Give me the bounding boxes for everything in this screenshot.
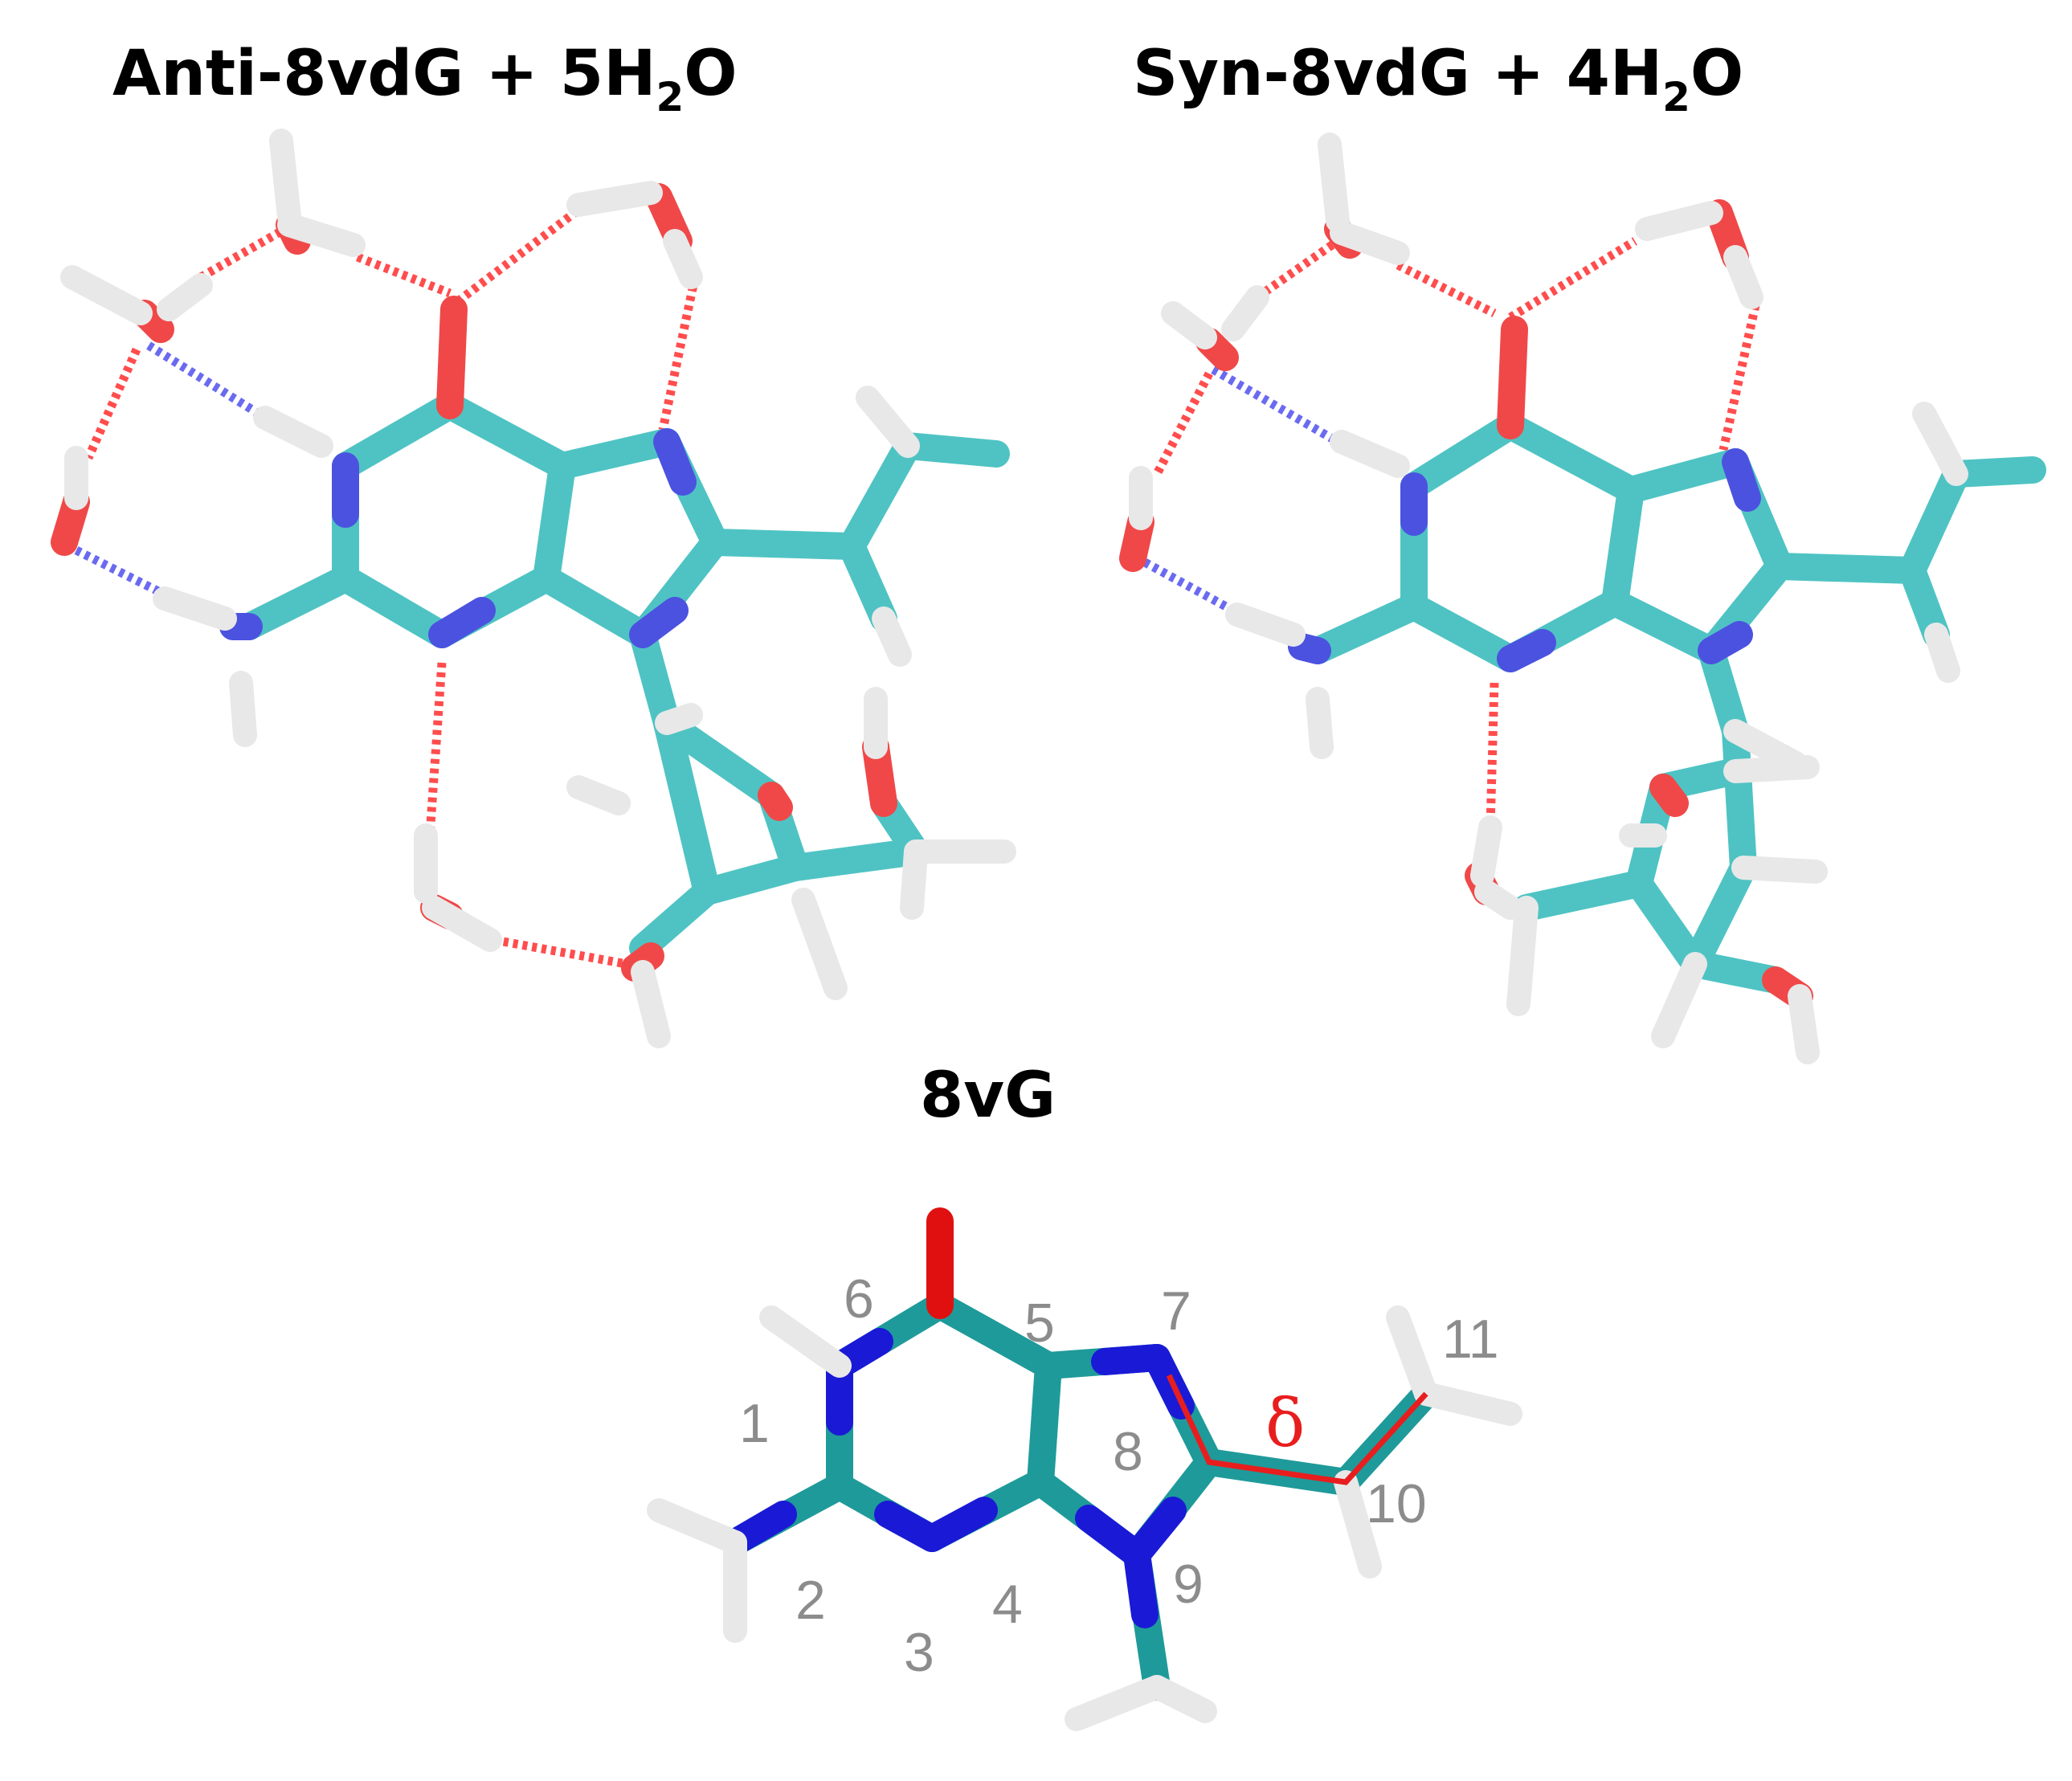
anti-bonds-oxygen xyxy=(51,183,897,982)
syn-hbonds-red xyxy=(1153,237,1760,828)
syn-panel-title: Syn-8vdG + 4H2O xyxy=(1133,38,1743,121)
base-bonds-hydrogen xyxy=(647,1305,1522,1731)
syn-title-main: Syn-8vdG + 4H xyxy=(1133,38,1662,110)
atom-label-5: 5 xyxy=(1024,1293,1055,1354)
8vg-base-structure xyxy=(647,1207,1522,1731)
atom-label-4: 4 xyxy=(992,1574,1023,1635)
syn-title-subscript: 2 xyxy=(1662,74,1690,121)
atom-numbering: 1 2 3 4 5 6 7 8 9 10 11 xyxy=(739,1268,1499,1683)
atom-label-10: 10 xyxy=(1366,1473,1427,1534)
anti-8vdg-structure xyxy=(51,129,1016,1048)
syn-bonds-nitrogen xyxy=(1288,448,1761,672)
atom-label-7: 7 xyxy=(1161,1281,1191,1342)
anti-title-subscript: 2 xyxy=(656,74,684,121)
anti-bonds-nitrogen xyxy=(219,428,697,648)
anti-title-main: Anti-8vdG + 5H xyxy=(112,38,656,110)
anti-bonds-hydrogen xyxy=(60,129,1016,1048)
syn-title-end: O xyxy=(1690,38,1743,110)
atom-label-6: 6 xyxy=(844,1268,874,1330)
base-panel-title: 8vG xyxy=(920,1060,1056,1132)
delta-dihedral-path xyxy=(1166,1374,1428,1485)
syn-bonds-hydrogen xyxy=(1129,133,1968,1064)
atom-label-8: 8 xyxy=(1113,1421,1143,1482)
anti-panel-title: Anti-8vdG + 5H2O xyxy=(112,38,738,121)
anti-hbonds-blue xyxy=(74,341,268,598)
atom-label-3: 3 xyxy=(904,1622,934,1683)
syn-hbonds-blue xyxy=(1142,366,1340,615)
anti-bonds-carbon xyxy=(235,392,1010,962)
anti-hbonds-red xyxy=(84,209,700,969)
anti-title-end: O xyxy=(684,38,737,110)
atom-label-2: 2 xyxy=(795,1570,826,1631)
delta-dihedral-label: δ xyxy=(1265,1386,1305,1462)
syn-8vdg-structure xyxy=(1119,133,2046,1064)
atom-label-11: 11 xyxy=(1442,1309,1499,1370)
atom-label-1: 1 xyxy=(739,1393,770,1454)
atom-label-9: 9 xyxy=(1173,1554,1204,1615)
